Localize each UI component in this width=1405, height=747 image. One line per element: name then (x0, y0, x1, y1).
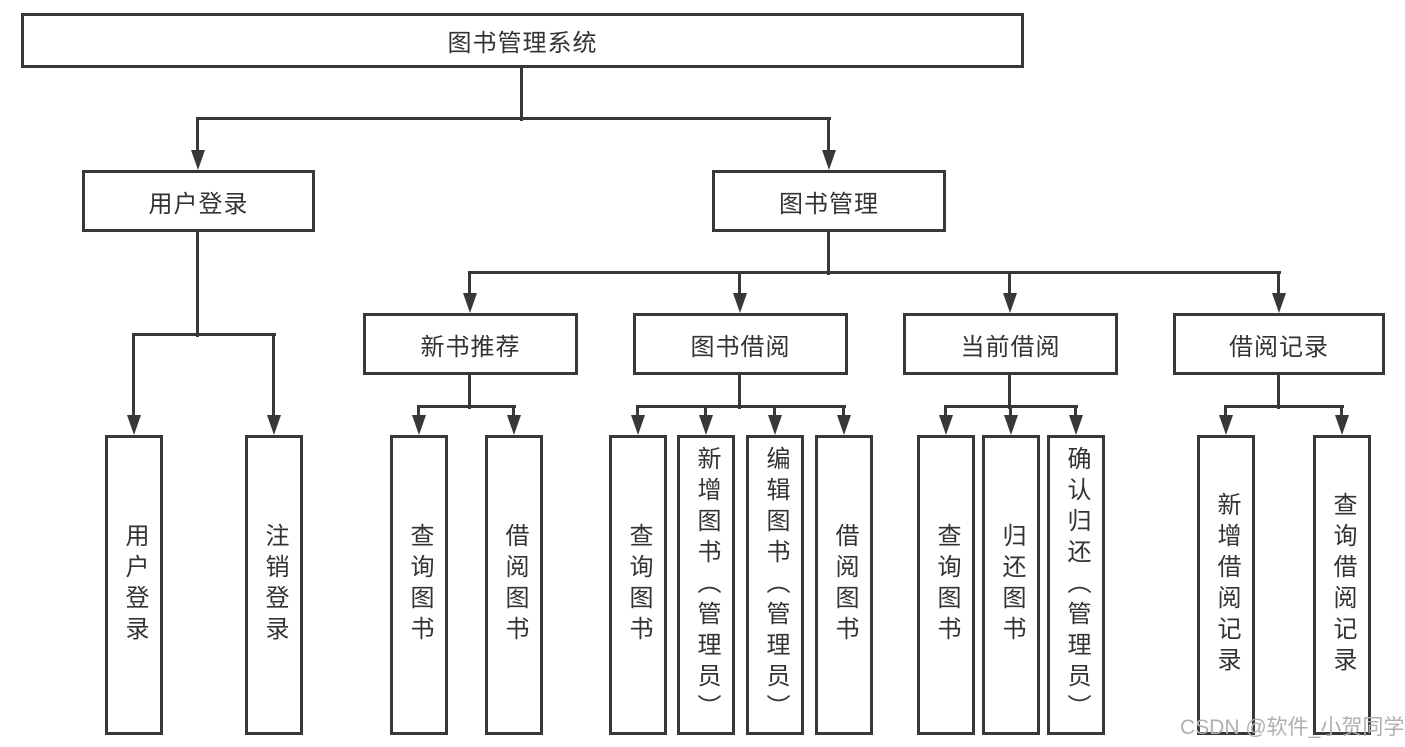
leaf-label: 查询图书 (625, 523, 652, 647)
connector-rail (196, 117, 831, 120)
leaf-return-books: 归还图书 (982, 435, 1040, 735)
connector-stem (520, 68, 523, 121)
node-borrowing-records: 借阅记录 (1173, 313, 1385, 375)
arrowhead-down-icon (507, 415, 521, 435)
leaf-label: 新增图书（管理员） (693, 445, 720, 725)
leaf-logout-login: 注销登录 (245, 435, 303, 735)
connector-rail (636, 405, 846, 408)
leaf-user-login: 用户登录 (105, 435, 163, 735)
leaf-label: 用户登录 (121, 523, 148, 647)
connector-rail (1224, 405, 1344, 408)
leaf-confirm-return-admin: 确认归还（管理员） (1047, 435, 1105, 735)
arrowhead-down-icon (191, 150, 205, 170)
arrowhead-down-icon (631, 415, 645, 435)
node-new-book-recommendation: 新书推荐 (363, 313, 578, 375)
leaf-add-borrow-record: 新增借阅记录 (1197, 435, 1255, 735)
node-current-borrowing: 当前借阅 (903, 313, 1118, 375)
arrowhead-down-icon (939, 415, 953, 435)
leaf-label: 注销登录 (261, 523, 288, 647)
connector-stem (196, 232, 199, 337)
arrowhead-down-icon (699, 415, 713, 435)
leaf-borrow-books-recommend: 借阅图书 (485, 435, 543, 735)
connector-stem (1008, 375, 1011, 409)
connector-drop (1008, 271, 1011, 305)
arrowhead-down-icon (1335, 415, 1349, 435)
connector-rail (132, 333, 276, 336)
arrowhead-down-icon (1003, 293, 1017, 313)
connector-drop (132, 333, 135, 427)
connector-stem (827, 232, 830, 275)
node-label: 用户登录 (148, 190, 249, 218)
connector-stem (738, 375, 741, 409)
node-book-management: 图书管理 (712, 170, 946, 232)
connector-drop (272, 333, 275, 427)
leaf-label: 归还图书 (998, 523, 1025, 647)
connector-drop (738, 271, 741, 305)
leaf-query-books-recommend: 查询图书 (390, 435, 448, 735)
node-label: 当前借阅 (960, 333, 1061, 361)
node-library-management-system: 图书管理系统 (21, 13, 1024, 68)
node-label: 图书借阅 (690, 333, 791, 361)
leaf-borrow-books: 借阅图书 (815, 435, 873, 735)
connector-drop (468, 271, 471, 305)
node-label: 借阅记录 (1229, 333, 1329, 361)
connector-rail (468, 271, 1281, 274)
node-label: 新书推荐 (420, 333, 521, 361)
leaf-label: 编辑图书（管理员） (762, 445, 789, 725)
node-book-borrowing: 图书借阅 (633, 313, 848, 375)
connector-drop (1277, 271, 1280, 305)
arrowhead-down-icon (822, 150, 836, 170)
arrowhead-down-icon (768, 415, 782, 435)
leaf-label: 查询图书 (406, 523, 433, 647)
connector-drop (196, 117, 199, 162)
arrowhead-down-icon (463, 293, 477, 313)
arrowhead-down-icon (127, 415, 141, 435)
arrowhead-down-icon (1219, 415, 1233, 435)
arrowhead-down-icon (1069, 415, 1083, 435)
leaf-query-books-current: 查询图书 (917, 435, 975, 735)
leaf-label: 查询借阅记录 (1329, 492, 1356, 678)
leaf-add-books-admin: 新增图书（管理员） (677, 435, 735, 735)
node-label: 图书管理 (779, 190, 879, 218)
leaf-label: 查询图书 (933, 523, 960, 647)
arrowhead-down-icon (412, 415, 426, 435)
leaf-label: 借阅图书 (501, 523, 528, 647)
leaf-label: 新增借阅记录 (1213, 492, 1240, 678)
leaf-edit-books-admin: 编辑图书（管理员） (746, 435, 804, 735)
leaf-query-books-borrowing: 查询图书 (609, 435, 667, 735)
connector-drop (827, 117, 830, 162)
leaf-query-borrow-record: 查询借阅记录 (1313, 435, 1371, 735)
connector-stem (1277, 375, 1280, 409)
arrowhead-down-icon (267, 415, 281, 435)
arrowhead-down-icon (1004, 415, 1018, 435)
node-label: 图书管理系统 (447, 30, 598, 57)
leaf-label: 借阅图书 (831, 523, 858, 647)
arrowhead-down-icon (1272, 293, 1286, 313)
connector-rail (417, 405, 516, 408)
connector-stem (468, 375, 471, 409)
arrowhead-down-icon (733, 293, 747, 313)
arrowhead-down-icon (837, 415, 851, 435)
leaf-label: 确认归还（管理员） (1063, 445, 1090, 725)
csdn-watermark: CSDN @软件_小贺同学 (1180, 716, 1405, 739)
node-user-login: 用户登录 (82, 170, 315, 232)
